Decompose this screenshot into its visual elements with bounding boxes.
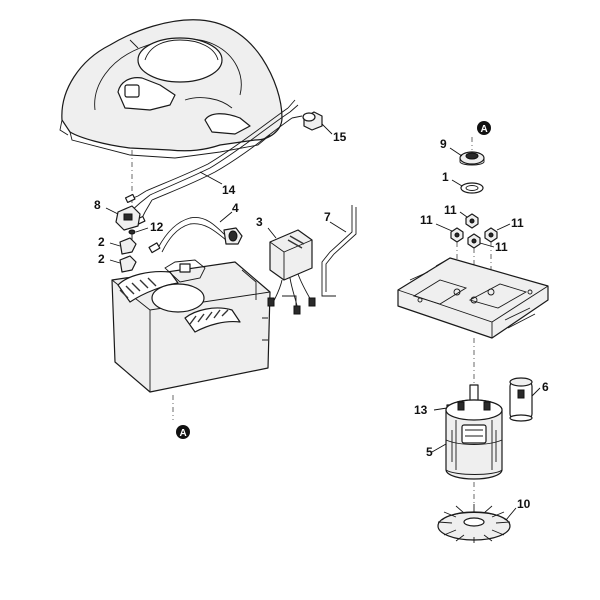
reference-marker-top: A [477,121,491,135]
bearing-cap-part-9 [459,151,485,166]
screw-part-12 [128,229,136,244]
callout-2a: 2 [98,235,105,249]
callout-6: 6 [542,380,549,394]
capacitor-part-6 [509,377,533,422]
callout-1: 1 [442,170,449,184]
leader-5 [431,443,447,453]
reference-label-top: A [481,124,488,135]
leader-9 [449,147,463,157]
leader-11b [435,223,453,232]
callout-8: 8 [94,198,101,212]
motor-part-5 [445,384,503,480]
leader-11d [479,242,495,248]
fan-part-10 [437,504,511,543]
callout-2b: 2 [98,252,105,266]
callout-4: 4 [232,201,239,215]
callout-10: 10 [517,497,531,511]
callout-7: 7 [324,210,331,224]
leader-1 [451,179,463,187]
motor-mounting-plate [397,257,549,339]
callout-5: 5 [426,445,433,459]
leader-2b [109,259,121,264]
motor-housing-box [111,259,271,393]
leader-11c [496,223,511,231]
clip-part-2-upper [119,237,137,255]
callout-11c: 11 [511,216,524,230]
leader-13 [433,407,448,411]
control-box-part-3 [267,229,316,315]
leader-15 [321,123,333,135]
leader-6 [531,387,541,397]
clip-part-2-lower [119,255,137,273]
leader-3 [267,227,277,239]
leader-12 [135,227,149,233]
plug-part-15 [302,111,323,131]
washer-part-1 [460,182,484,194]
leader-4 [219,211,233,223]
leader-10 [505,507,517,521]
reference-label-bottom: A [180,428,187,439]
leader-11a [459,211,468,218]
callout-13: 13 [414,403,428,417]
nut-part-11-top [465,213,479,229]
callout-11d: 11 [495,240,508,254]
leader-8 [105,207,119,215]
leader-14 [199,171,223,185]
callout-12: 12 [150,220,164,234]
wire-clip-part-7 [321,205,357,297]
callout-11a: 11 [444,203,457,217]
nut-part-11-right [484,227,498,243]
callout-3: 3 [256,215,263,229]
nut-part-11-center [467,233,481,249]
callout-9: 9 [440,137,447,151]
leader-7 [329,221,347,233]
nut-part-11-left [450,227,464,243]
callout-11b: 11 [420,213,433,227]
cable-part-4 [148,217,243,254]
callout-14: 14 [222,183,236,197]
switch-bracket-part-8 [115,205,141,231]
reference-marker-bottom: A [176,425,190,439]
callout-15: 15 [333,130,347,144]
leader-2a [109,242,121,247]
mower-housing [59,19,283,159]
